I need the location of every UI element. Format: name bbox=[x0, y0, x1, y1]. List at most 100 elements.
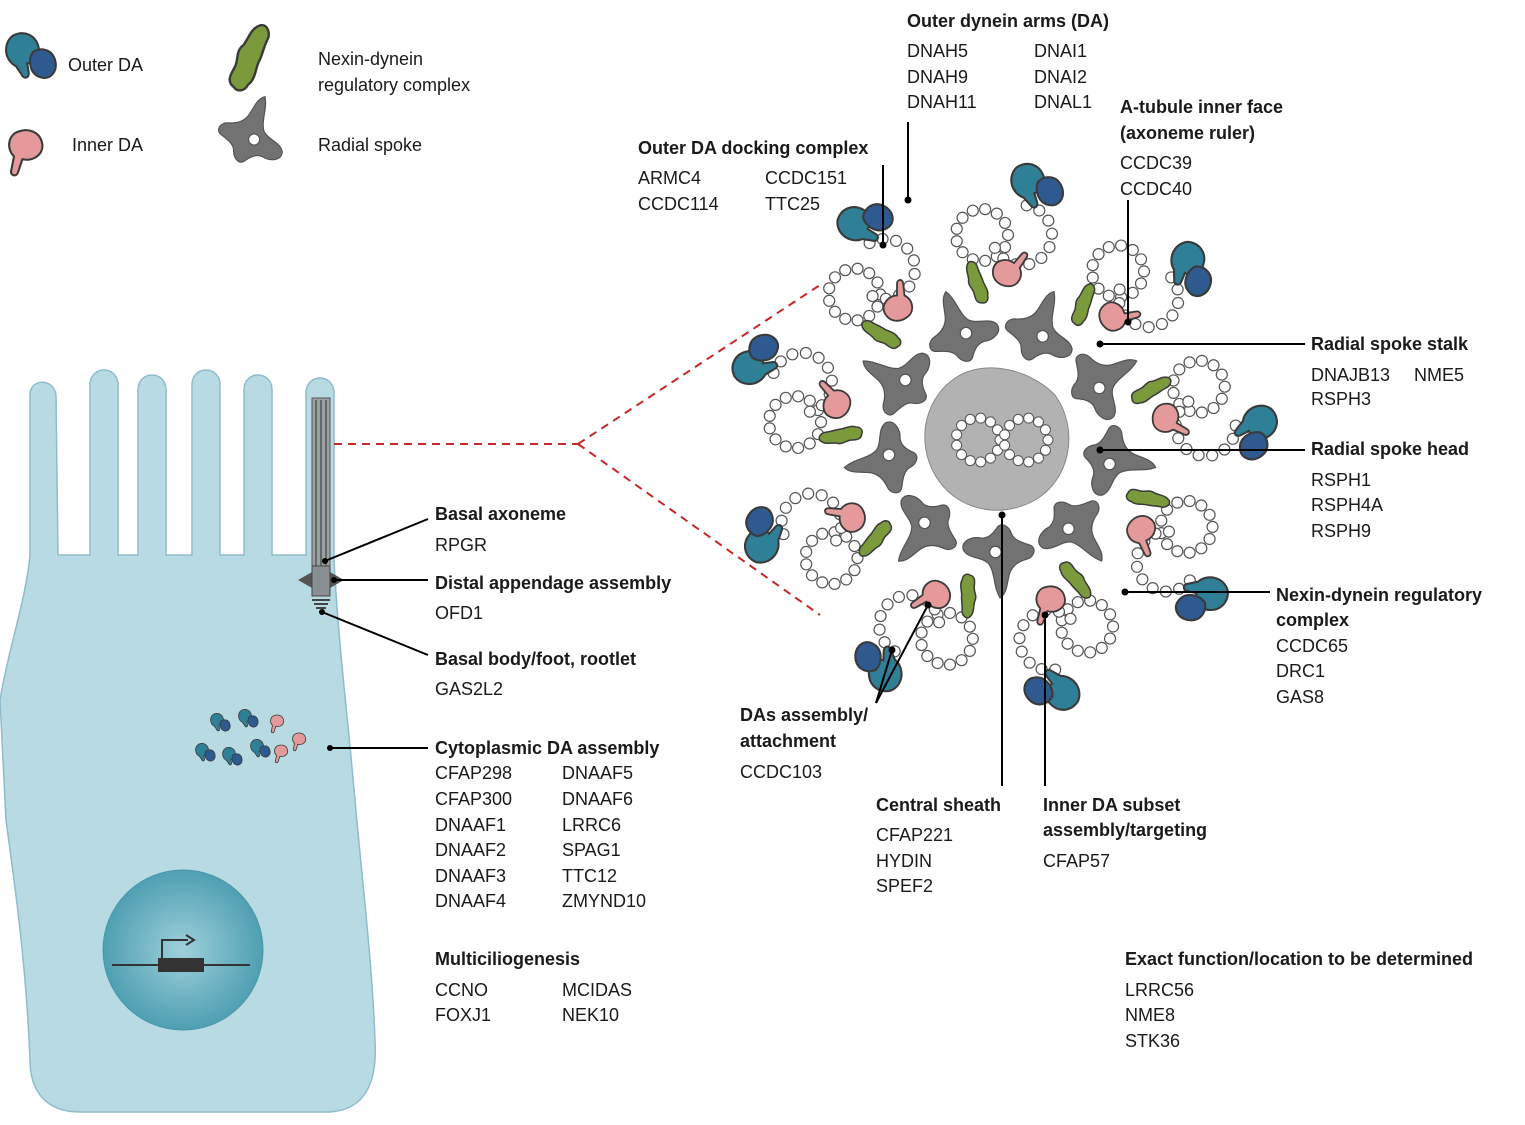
legend-item-radial-spoke: Radial spoke bbox=[209, 84, 422, 176]
legend-label: regulatory complex bbox=[318, 75, 470, 95]
doublet bbox=[1167, 354, 1242, 462]
group-outer-dynein-arms: Outer dynein arms (DA) DNAH5 DNAH9 DNAH1… bbox=[907, 11, 1109, 112]
group-cytoplasmic-da: Cytoplasmic DA assembly CFAP298 CFAP300 … bbox=[435, 738, 659, 911]
legend-label: Nexin-dynein bbox=[318, 49, 423, 69]
radial-spoke-icon bbox=[209, 84, 299, 176]
radial-spoke bbox=[1025, 482, 1129, 586]
group-title: Distal appendage assembly bbox=[435, 573, 671, 593]
gene-label: NEK10 bbox=[562, 1005, 619, 1025]
group-title: Nexin-dynein regulatory bbox=[1276, 585, 1482, 605]
radial-spoke bbox=[996, 279, 1090, 374]
group-basal-body: Basal body/foot, rootlet GAS2L2 bbox=[435, 649, 636, 699]
gene-label: GAS8 bbox=[1276, 687, 1324, 707]
ndrc-icon bbox=[211, 21, 290, 95]
group-title: complex bbox=[1276, 610, 1349, 630]
group-title: Outer DA docking complex bbox=[638, 138, 868, 158]
doublet bbox=[1013, 594, 1120, 676]
group-central-sheath: Central sheath CFAP221 HYDIN SPEF2 bbox=[876, 795, 1001, 896]
outer-dynein-arm bbox=[1008, 158, 1066, 212]
group-title: A-tubule inner face bbox=[1120, 97, 1283, 117]
group-radial-spoke-head: Radial spoke head RSPH1 RSPH4A RSPH9 bbox=[1311, 439, 1469, 541]
gene-label: CFAP221 bbox=[876, 825, 953, 845]
ndrc bbox=[959, 260, 996, 305]
gene-label: CCNO bbox=[435, 980, 488, 1000]
gene-label: ZMYND10 bbox=[562, 891, 646, 911]
gene-label: FOXJ1 bbox=[435, 1005, 491, 1025]
group-das-assembly: DAs assembly/ attachment CCDC103 bbox=[740, 705, 868, 782]
gene-label: CFAP300 bbox=[435, 789, 512, 809]
gene-label: HYDIN bbox=[876, 851, 932, 871]
gene-label: DNAH9 bbox=[907, 67, 968, 87]
gene-label: LRRC56 bbox=[1125, 980, 1194, 1000]
ciliated-cell bbox=[0, 369, 377, 1113]
group-title: Cytoplasmic DA assembly bbox=[435, 738, 659, 758]
outer-dynein-arm bbox=[1227, 400, 1288, 464]
gene-label: CCDC65 bbox=[1276, 636, 1348, 656]
group-title: Basal body/foot, rootlet bbox=[435, 649, 636, 669]
gene-label: ARMC4 bbox=[638, 168, 701, 188]
ndrc bbox=[1123, 475, 1172, 523]
group-basal-axoneme: Basal axoneme RPGR bbox=[435, 504, 566, 555]
gene-label: DNAH11 bbox=[907, 92, 977, 112]
gene-label: DNAAF5 bbox=[562, 763, 633, 783]
inner-da-icon bbox=[8, 129, 44, 177]
legend-label: Outer DA bbox=[68, 55, 143, 75]
gene-label: DNAAF6 bbox=[562, 789, 633, 809]
gene-label: DNAJB13 bbox=[1311, 365, 1390, 385]
gene-label: DNAL1 bbox=[1034, 92, 1092, 112]
gene-label: GAS2L2 bbox=[435, 679, 503, 699]
group-title: Exact function/location to be determined bbox=[1125, 949, 1473, 969]
legend-item-ndrc: Nexin-dynein regulatory complex bbox=[211, 21, 470, 95]
gene-label: LRRC6 bbox=[562, 815, 621, 835]
doublet bbox=[1130, 495, 1219, 598]
doublet bbox=[950, 199, 1059, 271]
gene-label: DRC1 bbox=[1276, 661, 1325, 681]
group-radial-spoke-stalk: Radial spoke stalk DNAJB13 RSPH3 NME5 bbox=[1311, 334, 1469, 409]
group-title: attachment bbox=[740, 731, 836, 751]
gene-label: RPGR bbox=[435, 535, 487, 555]
legend: Outer DA Inner DA Nexin-dynein regulator… bbox=[5, 21, 470, 177]
group-distal-appendage: Distal appendage assembly OFD1 bbox=[435, 573, 671, 623]
gene-label: DNAAF1 bbox=[435, 815, 506, 835]
group-title: Central sheath bbox=[876, 795, 1001, 815]
basal-body-icon bbox=[298, 397, 344, 609]
gene-label: DNAAF4 bbox=[435, 891, 506, 911]
group-multiciliogenesis: Multiciliogenesis CCNO FOXJ1 MCIDAS NEK1… bbox=[435, 949, 632, 1025]
gene-label: CFAP57 bbox=[1043, 851, 1110, 871]
group-docking-complex: Outer DA docking complex ARMC4 CCDC114 C… bbox=[638, 138, 868, 214]
gene-label: CCDC103 bbox=[740, 762, 822, 782]
group-title: Radial spoke head bbox=[1311, 439, 1469, 459]
zoom-indicator bbox=[334, 284, 821, 616]
gene-label: CCDC39 bbox=[1120, 153, 1192, 173]
gene-label: TTC12 bbox=[562, 866, 617, 886]
gene-label: RSPH4A bbox=[1311, 495, 1383, 515]
group-title: Basal axoneme bbox=[435, 504, 566, 524]
gene-promoter-icon bbox=[112, 934, 250, 972]
nucleus bbox=[102, 869, 264, 1031]
gene-label: DNAAF2 bbox=[435, 840, 506, 860]
gene-label: DNAI2 bbox=[1034, 67, 1087, 87]
gene-label: OFD1 bbox=[435, 603, 483, 623]
gene-label: DNAAF3 bbox=[435, 866, 506, 886]
gene-label: NME8 bbox=[1125, 1005, 1175, 1025]
gene-label: SPEF2 bbox=[876, 876, 933, 896]
gene-label: DNAH5 bbox=[907, 41, 968, 61]
legend-label: Inner DA bbox=[72, 135, 143, 155]
legend-label: Radial spoke bbox=[318, 135, 422, 155]
gene-label: RSPH9 bbox=[1311, 521, 1371, 541]
group-title: Outer dynein arms (DA) bbox=[907, 11, 1109, 31]
gene-label: CCDC114 bbox=[638, 194, 719, 214]
group-title: Radial spoke stalk bbox=[1311, 334, 1469, 354]
gene-label: NME5 bbox=[1414, 365, 1464, 385]
central-pair bbox=[924, 367, 1070, 511]
outer-da-icon bbox=[5, 32, 57, 79]
gene-label: MCIDAS bbox=[562, 980, 632, 1000]
gene-label: CFAP298 bbox=[435, 763, 512, 783]
gene-label: CCDC40 bbox=[1120, 179, 1192, 199]
cell-body bbox=[0, 369, 377, 1113]
outer-dynein-arm bbox=[1158, 235, 1227, 302]
legend-item-inner-da: Inner DA bbox=[8, 129, 143, 177]
axoneme-cross-section bbox=[726, 158, 1288, 725]
legend-item-outer-da: Outer DA bbox=[5, 32, 143, 79]
